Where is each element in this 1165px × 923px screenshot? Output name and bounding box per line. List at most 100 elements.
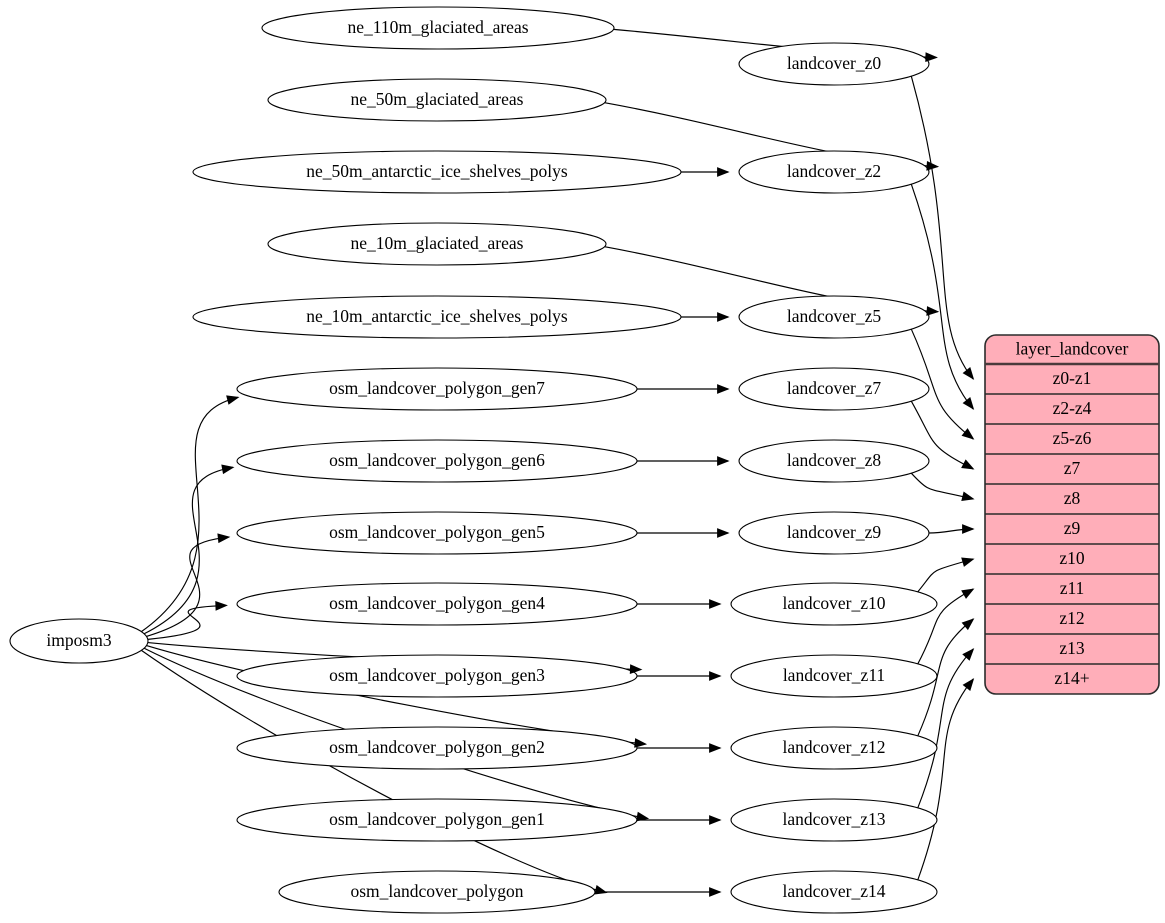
node-ellipse [730, 654, 938, 698]
edge-arrowhead [717, 167, 730, 177]
table-row-z14+[interactable]: z14+ [1054, 668, 1089, 688]
node-osm_landcover_polygon_gen3[interactable]: osm_landcover_polygon_gen3 [236, 654, 638, 698]
node-osm_landcover_polygon_gen1[interactable]: osm_landcover_polygon_gen1 [236, 798, 638, 842]
nodes-layer: imposm3 ne_110m_glaciated_areas ne_50m_gla… [9, 6, 938, 914]
node-label: osm_landcover_polygon_gen4 [329, 593, 545, 613]
node-osm_landcover_polygon_gen4[interactable]: osm_landcover_polygon_gen4 [236, 582, 638, 626]
node-imposm3[interactable]: imposm3 [9, 618, 149, 664]
node-landcover_z10[interactable]: landcover_z10 [730, 582, 938, 626]
node-ellipse [738, 367, 930, 411]
edge-imposm3-to-osm_landcover_polygon [141, 649, 607, 894]
node-landcover_z12[interactable]: landcover_z12 [730, 726, 938, 770]
table-row-z11[interactable]: z11 [1060, 578, 1085, 598]
node-label: landcover_z2 [787, 161, 881, 181]
node-osm_landcover_polygon_gen2[interactable]: osm_landcover_polygon_gen2 [236, 726, 638, 770]
node-ellipse [236, 367, 638, 411]
node-landcover_z0[interactable]: landcover_z0 [738, 42, 930, 86]
edge-arrowhead [634, 738, 648, 748]
node-label: landcover_z14 [782, 881, 885, 901]
node-landcover_z8[interactable]: landcover_z8 [738, 439, 930, 483]
node-label: osm_landcover_polygon_gen5 [329, 522, 545, 542]
node-ellipse [730, 870, 938, 914]
node-osm_landcover_polygon[interactable]: osm_landcover_polygon [278, 870, 596, 914]
node-ellipse [267, 222, 607, 266]
table-row-z9[interactable]: z9 [1064, 518, 1081, 538]
node-ellipse [730, 582, 938, 626]
edge-arrowhead [961, 428, 975, 440]
table-row-z0-z1[interactable]: z0-z1 [1053, 368, 1092, 388]
edge-arrowhead [636, 811, 650, 822]
table-row-z13[interactable]: z13 [1059, 638, 1085, 658]
edge-arrowhead [961, 618, 975, 631]
node-ellipse [267, 78, 607, 122]
edge-arrowhead [215, 600, 228, 611]
node-ne_10m_glaciated_areas[interactable]: ne_10m_glaciated_areas [267, 222, 607, 266]
node-label: landcover_z8 [787, 450, 882, 470]
node-osm_landcover_polygon_gen7[interactable]: osm_landcover_polygon_gen7 [236, 367, 638, 411]
edge-arrowhead [961, 491, 975, 502]
table-row-z5-z6[interactable]: z5-z6 [1053, 428, 1092, 448]
node-label: ne_10m_antarctic_ice_shelves_polys [306, 306, 568, 326]
table-row-z8[interactable]: z8 [1064, 488, 1081, 508]
node-ellipse [730, 726, 938, 770]
edge-arrowhead [709, 743, 722, 753]
edge-arrowhead [961, 557, 975, 567]
edge-arrowhead [221, 464, 235, 475]
node-landcover_z7[interactable]: landcover_z7 [738, 367, 930, 411]
node-ellipse [192, 295, 682, 339]
node-landcover_z14[interactable]: landcover_z14 [730, 870, 938, 914]
edges-layer [141, 28, 974, 894]
edge-arrowhead [629, 664, 643, 675]
node-osm_landcover_polygon_gen5[interactable]: osm_landcover_polygon_gen5 [236, 511, 638, 555]
node-ellipse [236, 582, 638, 626]
edge-imposm3-to-osm_landcover_polygon_gen4 [147, 604, 227, 640]
node-label: ne_110m_glaciated_areas [347, 17, 528, 37]
table-row-z2-z4[interactable]: z2-z4 [1053, 398, 1092, 418]
node-osm_landcover_polygon_gen6[interactable]: osm_landcover_polygon_gen6 [236, 439, 638, 483]
node-ellipse [236, 726, 638, 770]
node-ne_50m_antarctic_ice_shelves_polys[interactable]: ne_50m_antarctic_ice_shelves_polys [192, 150, 682, 194]
node-landcover_z2[interactable]: landcover_z2 [738, 150, 930, 194]
edge-landcover_z0-to-z0-z1 [910, 76, 974, 380]
node-ellipse [738, 511, 930, 555]
node-ne_50m_glaciated_areas[interactable]: ne_50m_glaciated_areas [267, 78, 607, 122]
table-header-label: layer_landcover [1016, 339, 1129, 359]
node-label: ne_50m_antarctic_ice_shelves_polys [306, 161, 568, 181]
edge-landcover_z10-to-z10 [917, 558, 974, 593]
node-label: osm_landcover_polygon_gen7 [329, 378, 545, 398]
edge-arrowhead [709, 599, 722, 609]
edge-arrowhead [717, 528, 730, 538]
edge-arrowhead [962, 397, 975, 410]
node-label: landcover_z5 [787, 306, 882, 326]
node-landcover_z11[interactable]: landcover_z11 [730, 654, 938, 698]
node-landcover_z13[interactable]: landcover_z13 [730, 798, 938, 842]
edge-landcover_z11-to-z11 [917, 588, 974, 665]
edge-arrowhead [709, 887, 722, 897]
node-ne_10m_antarctic_ice_shelves_polys[interactable]: ne_10m_antarctic_ice_shelves_polys [192, 295, 682, 339]
node-ellipse [236, 654, 638, 698]
node-landcover_z5[interactable]: landcover_z5 [738, 295, 930, 339]
node-label: ne_50m_glaciated_areas [351, 89, 524, 109]
edge-arrowhead [961, 459, 975, 470]
edge-arrowhead [594, 885, 608, 895]
table-row-z10[interactable]: z10 [1059, 548, 1085, 568]
edge-landcover_z2-to-z2-z4 [910, 184, 974, 410]
node-ellipse [261, 6, 615, 50]
node-label: landcover_z13 [782, 809, 885, 829]
edge-arrowhead [717, 384, 730, 394]
node-label: landcover_z10 [782, 593, 885, 613]
node-ellipse [236, 511, 638, 555]
node-landcover_z9[interactable]: landcover_z9 [738, 511, 930, 555]
node-label: landcover_z11 [783, 665, 885, 685]
node-ellipse [236, 439, 638, 483]
node-label: osm_landcover_polygon_gen1 [329, 809, 545, 829]
edge-arrowhead [962, 367, 975, 380]
edge-arrowhead [926, 306, 940, 316]
node-ne_110m_glaciated_areas[interactable]: ne_110m_glaciated_areas [261, 6, 615, 50]
edge-landcover_z13-to-z13 [917, 648, 974, 809]
node-ellipse [730, 798, 938, 842]
edge-landcover_z5-to-z5-z6 [910, 328, 974, 440]
table-row-z12[interactable]: z12 [1059, 608, 1084, 628]
table-row-z7[interactable]: z7 [1064, 458, 1081, 478]
